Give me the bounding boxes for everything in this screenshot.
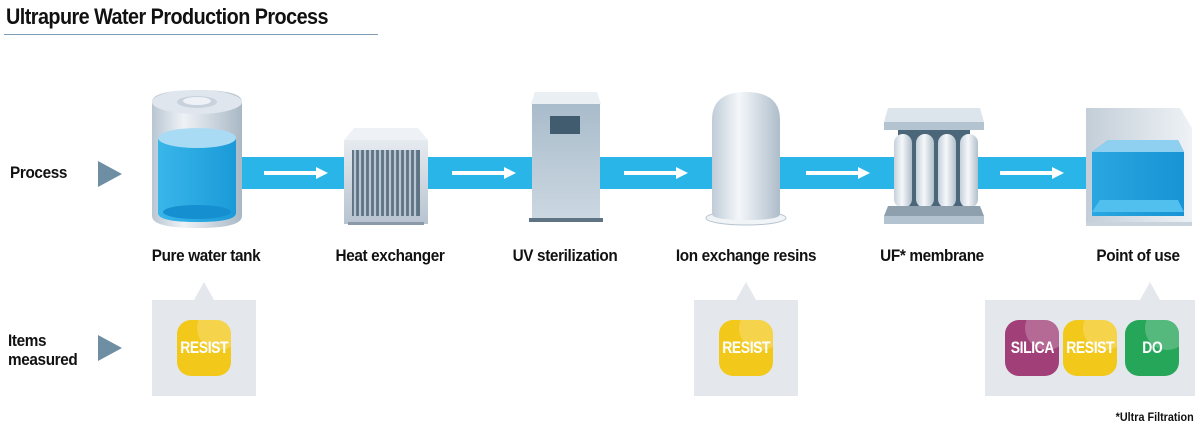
resist-badge: RESIST xyxy=(1063,320,1117,376)
resist-badge: RESIST xyxy=(177,320,231,376)
badge-label: DO xyxy=(1141,338,1163,357)
step-label-uv-sterilization: UV sterilization xyxy=(512,246,618,265)
heat-exchanger-icon xyxy=(344,128,428,225)
badge-label: RESIST xyxy=(180,338,228,357)
flow-arrow-icon xyxy=(624,167,688,179)
badge-label: RESIST xyxy=(1066,338,1114,357)
badge-label: SILICA xyxy=(1010,338,1054,357)
silica-badge: SILICA xyxy=(1005,320,1059,376)
flow-arrow-icon xyxy=(806,167,870,179)
step-label-heat-exchanger: Heat exchanger xyxy=(335,246,445,265)
uf-membrane-module-icon xyxy=(884,108,984,224)
items-measured-label-line2: measured xyxy=(8,350,78,369)
badge-label: RESIST xyxy=(722,338,770,357)
measurement-callout-ion-exchange-resins: RESIST xyxy=(694,282,798,396)
page-title: Ultrapure Water Production Process xyxy=(6,4,329,29)
step-label-pure-water-tank: Pure water tank xyxy=(151,246,261,265)
water-tank-icon xyxy=(152,90,242,228)
flow-arrow-icon xyxy=(264,167,328,179)
step-label-uf-membrane: UF* membrane xyxy=(880,246,984,265)
step-label-ion-exchange-resins: Ion exchange resins xyxy=(675,246,817,265)
do-badge: DO xyxy=(1125,320,1179,376)
point-of-use-tank-icon xyxy=(1086,108,1192,226)
callout-pointer xyxy=(194,282,214,300)
process-row-label: Process xyxy=(10,163,68,182)
title-underline xyxy=(4,34,378,35)
footnote: *Ultra Filtration xyxy=(1115,410,1194,424)
measurement-callout-point-of-use: SILICA RESIST DO xyxy=(985,282,1195,396)
callout-pointer xyxy=(736,282,756,300)
resist-badge: RESIST xyxy=(719,320,773,376)
flow-arrow-icon xyxy=(452,167,516,179)
process-row-arrow-icon xyxy=(98,161,122,187)
step-label-point-of-use: Point of use xyxy=(1096,246,1180,265)
callout-pointer xyxy=(1140,282,1160,300)
items-measured-label-line1: Items xyxy=(8,331,47,350)
items-measured-row-label: Items measured xyxy=(8,331,78,369)
ion-exchange-column-icon xyxy=(705,92,787,226)
measurement-callout-pure-water-tank: RESIST xyxy=(152,282,256,396)
items-row-arrow-icon xyxy=(98,335,122,361)
uv-sterilizer-icon xyxy=(529,92,603,222)
flow-arrow-icon xyxy=(1000,167,1064,179)
